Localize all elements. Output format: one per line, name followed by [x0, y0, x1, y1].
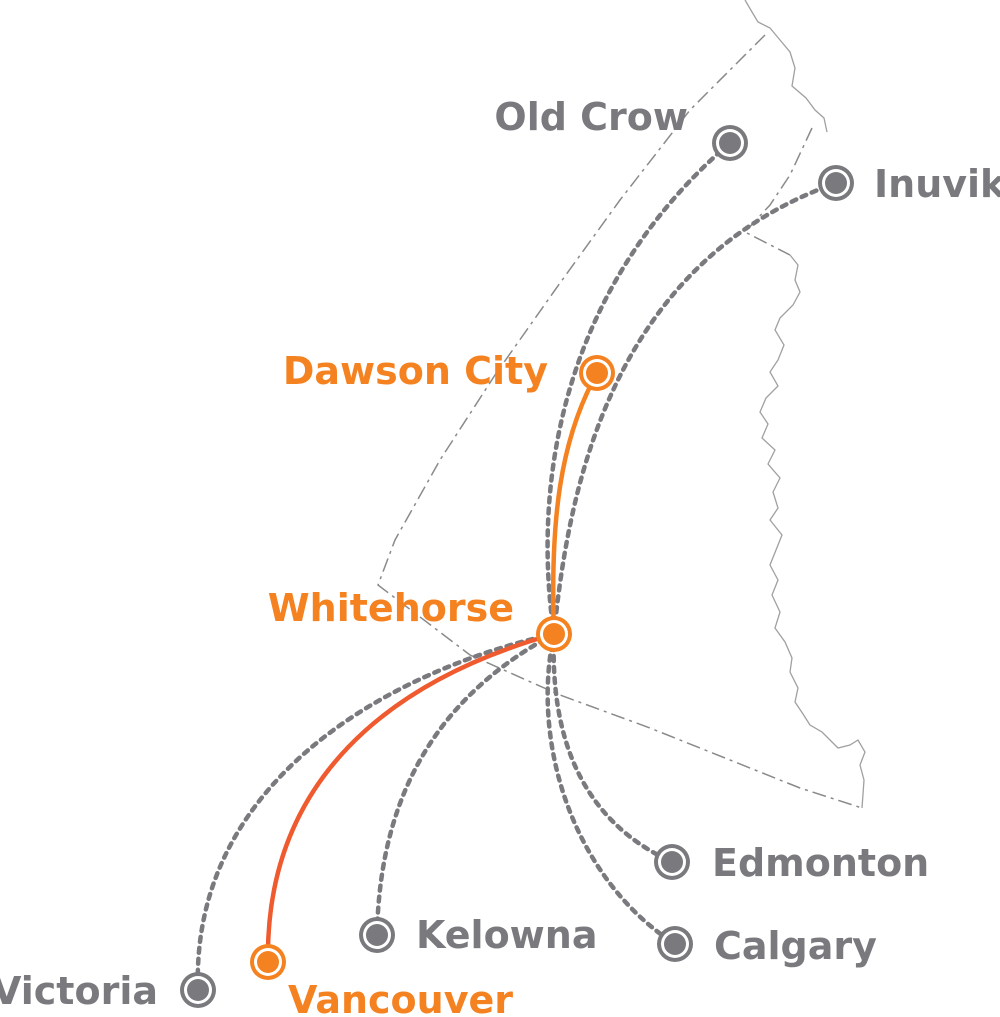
- whitehorse-label: Whitehorse: [268, 586, 514, 630]
- inuvik-marker: [818, 165, 854, 201]
- arctic-coastline: [744, 0, 828, 133]
- old-crow-marker: [712, 125, 748, 161]
- vancouver-marker: [250, 944, 286, 980]
- dawson-city-marker: [579, 355, 615, 391]
- route-whitehorse-inuvik: [551, 180, 839, 637]
- route-whitehorse-kelowna: [374, 631, 557, 938]
- route-whitehorse-victoria: [195, 631, 557, 993]
- route-whitehorse-vancouver: [265, 631, 557, 965]
- kelowna-label: Kelowna: [416, 913, 597, 957]
- route-whitehorse-dawson-city: [550, 370, 600, 637]
- dashed-routes: [195, 140, 839, 993]
- vancouver-label: Vancouver: [288, 978, 513, 1017]
- territory-eastern-border: [759, 254, 866, 809]
- kelowna-marker: [359, 917, 395, 953]
- old-crow-label: Old Crow: [494, 95, 688, 139]
- victoria-label: Victoria: [0, 969, 158, 1013]
- dawson-city-label: Dawson City: [283, 349, 548, 393]
- calgary-label: Calgary: [714, 924, 877, 968]
- route-whitehorse-edmonton: [551, 631, 675, 865]
- inuvik-label: Inuvik: [874, 162, 1000, 206]
- whitehorse-marker: [536, 616, 572, 652]
- yukon-boundary-line: [377, 34, 863, 809]
- edmonton-label: Edmonton: [712, 841, 929, 885]
- nwt-boundary-line: [743, 127, 813, 256]
- route-whitehorse-calgary: [545, 631, 678, 947]
- route-whitehorse-old-crow: [545, 140, 733, 637]
- edmonton-marker: [654, 844, 690, 880]
- victoria-marker: [180, 972, 216, 1008]
- calgary-marker: [657, 926, 693, 962]
